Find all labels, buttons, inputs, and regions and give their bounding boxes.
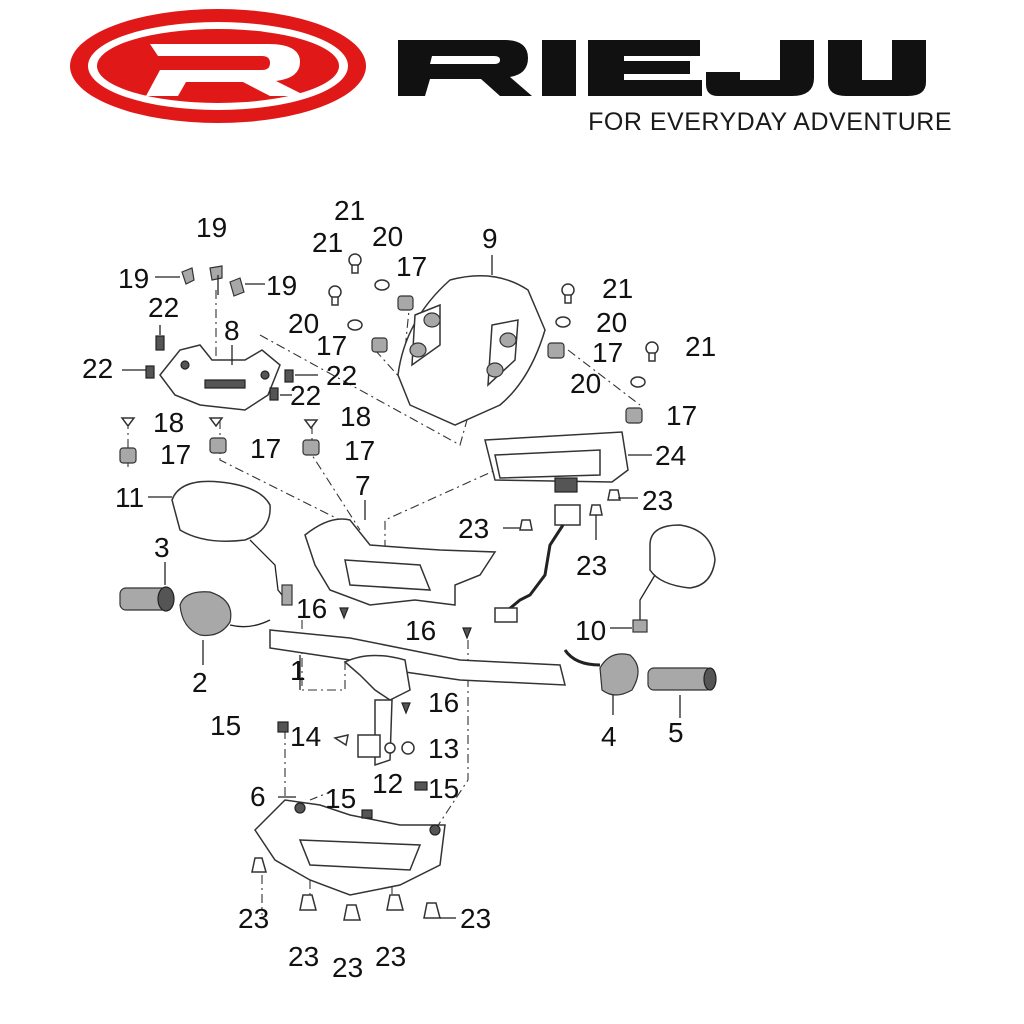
brand-logo bbox=[70, 9, 926, 123]
callout-labels: 1 2 3 4 5 6 7 8 9 10 11 12 13 14 15 15 1… bbox=[82, 195, 716, 983]
callout-15c: 15 bbox=[325, 783, 356, 814]
callout-21a: 21 bbox=[334, 195, 365, 226]
callout-15b: 15 bbox=[428, 773, 459, 804]
callout-17b: 17 bbox=[316, 330, 347, 361]
part-right-mirror bbox=[632, 524, 716, 633]
callout-23d: 23 bbox=[375, 941, 406, 972]
callout-7: 7 bbox=[355, 470, 371, 501]
part-right-grip bbox=[647, 667, 717, 691]
callout-15a: 15 bbox=[210, 710, 241, 741]
part-right-switch bbox=[563, 649, 639, 696]
callout-20a: 20 bbox=[372, 221, 403, 252]
callout-20b: 20 bbox=[288, 308, 319, 339]
part-windscreen-bracket bbox=[159, 344, 281, 411]
callout-20c: 20 bbox=[596, 307, 627, 338]
callout-4: 4 bbox=[601, 721, 617, 752]
callout-17c: 17 bbox=[592, 337, 623, 368]
rieju-emblem bbox=[70, 9, 366, 123]
callout-23e: 23 bbox=[460, 903, 491, 934]
callout-22d: 22 bbox=[290, 380, 321, 411]
part-lower-handlebar-cover bbox=[254, 799, 446, 896]
callout-23c: 23 bbox=[332, 952, 363, 983]
callout-23a: 23 bbox=[238, 903, 269, 934]
callout-20d: 20 bbox=[570, 368, 601, 399]
callout-8: 8 bbox=[224, 315, 240, 346]
part-instrument-panel bbox=[484, 431, 629, 493]
rieju-wordmark bbox=[398, 40, 926, 96]
callout-3: 3 bbox=[154, 532, 170, 563]
callout-23f: 23 bbox=[458, 513, 489, 544]
callout-16c: 16 bbox=[428, 687, 459, 718]
callout-17g: 17 bbox=[344, 435, 375, 466]
callout-17f: 17 bbox=[250, 433, 281, 464]
callout-16a: 16 bbox=[296, 593, 327, 624]
part-wiring-harness bbox=[494, 504, 581, 623]
callout-17a: 17 bbox=[396, 251, 427, 282]
callout-23g: 23 bbox=[576, 550, 607, 581]
callout-14: 14 bbox=[290, 721, 321, 752]
callout-5: 5 bbox=[668, 717, 684, 748]
part-left-mirror bbox=[171, 480, 293, 606]
callout-18b: 18 bbox=[340, 401, 371, 432]
brand-header: FOR EVERYDAY ADVENTURE bbox=[0, 0, 1024, 150]
callout-11: 11 bbox=[115, 482, 144, 513]
callout-13: 13 bbox=[428, 733, 459, 764]
callout-16b: 16 bbox=[405, 615, 436, 646]
part-upper-handlebar-cover bbox=[304, 518, 497, 606]
part-left-grip bbox=[119, 586, 175, 612]
callout-21c: 21 bbox=[602, 273, 633, 304]
callout-2: 2 bbox=[192, 667, 208, 698]
callout-17d: 17 bbox=[666, 400, 697, 431]
callout-21b: 21 bbox=[312, 227, 343, 258]
callout-12: 12 bbox=[372, 768, 403, 799]
hardware-fasteners bbox=[119, 253, 659, 921]
callout-21d: 21 bbox=[685, 331, 716, 362]
callout-6: 6 bbox=[250, 781, 266, 812]
callout-leaders bbox=[122, 255, 681, 919]
callout-19c: 19 bbox=[266, 270, 297, 301]
callout-9: 9 bbox=[482, 223, 498, 254]
callout-22a: 22 bbox=[148, 292, 179, 323]
callout-19b: 19 bbox=[118, 263, 149, 294]
part-windscreen bbox=[397, 275, 546, 426]
callout-10: 10 bbox=[575, 615, 606, 646]
callout-19a: 19 bbox=[196, 212, 227, 243]
part-left-switch bbox=[179, 591, 271, 637]
callout-18a: 18 bbox=[153, 407, 184, 438]
callout-1: 1 bbox=[290, 655, 306, 686]
callout-23h: 23 bbox=[642, 485, 673, 516]
callout-23b: 23 bbox=[288, 941, 319, 972]
callout-24: 24 bbox=[655, 440, 686, 471]
callout-22c: 22 bbox=[326, 360, 357, 391]
callout-22b: 22 bbox=[82, 353, 113, 384]
brand-tagline: FOR EVERYDAY ADVENTURE bbox=[588, 108, 952, 136]
callout-17e: 17 bbox=[160, 439, 191, 470]
